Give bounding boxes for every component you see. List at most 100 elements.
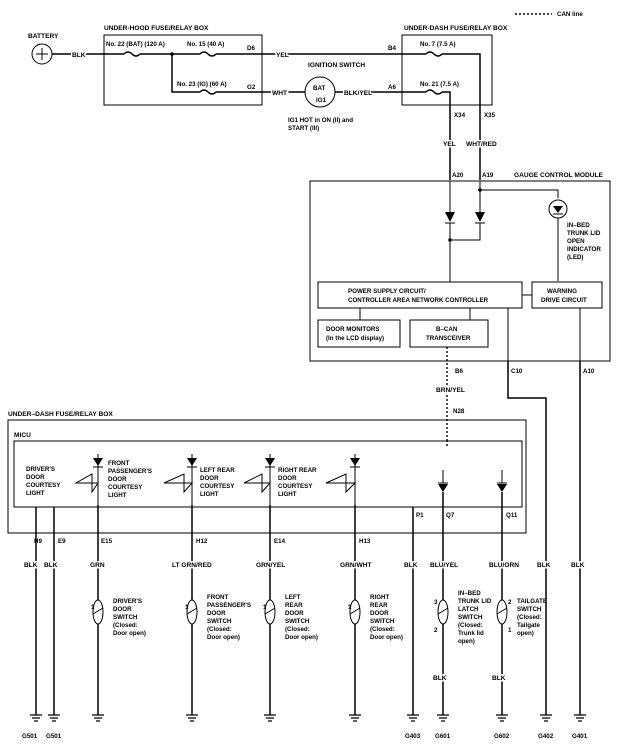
light2-3: DOOR xyxy=(108,476,127,483)
led-label-3: OPEN xyxy=(567,238,585,245)
sw1-l2: DOOR xyxy=(113,606,132,613)
sw2-l4: SWITCH xyxy=(207,618,232,625)
pin-g2: G2 xyxy=(247,84,256,91)
ground-g402: G402 xyxy=(538,733,554,740)
pin-e9: E9 xyxy=(58,538,66,545)
sw6-l2: SWITCH xyxy=(517,606,542,613)
wire-wht-red: WHT/RED xyxy=(466,141,497,148)
micu-box xyxy=(13,440,523,508)
sw1-pin1: 1 xyxy=(91,604,95,611)
sw1-l1: DRIVER'S xyxy=(113,598,142,605)
fuse-21-path xyxy=(402,89,451,180)
led-label-1: IN–BED xyxy=(567,222,590,229)
wire-blk-yel-top: BLK/YEL xyxy=(344,90,372,97)
wire-wht-top: WHT xyxy=(272,90,287,97)
fuse-21-label: No. 21 (7.5 A) xyxy=(420,81,459,88)
light1-4: LIGHT xyxy=(26,490,45,497)
light4-4: LIGHT xyxy=(278,491,297,498)
sw3-l1: LEFT xyxy=(285,594,301,601)
under-dash-fuse-box-bottom xyxy=(7,419,527,534)
pin-a20: A20 xyxy=(452,172,464,179)
light1-1: DRIVER'S xyxy=(26,466,55,473)
sw4-pin1: 1 xyxy=(348,604,352,611)
b-can-transceiver xyxy=(409,319,489,348)
courtesy-light-right-rear xyxy=(325,454,357,505)
wire-color-c10: BLK xyxy=(537,562,551,569)
pin-a10: A10 xyxy=(583,368,595,375)
psc-label-2: CONTROLLER AREA NETWORK CONTROLLER xyxy=(348,297,489,304)
wire-color-e9: BLK xyxy=(44,562,58,569)
pin-a6: A6 xyxy=(388,84,396,91)
door-monitors-label-2: (In the LCD display) xyxy=(326,335,384,342)
fuse-7-path xyxy=(402,51,481,180)
ground-g501-b: G501 xyxy=(46,733,62,740)
ground-g401: G401 xyxy=(572,733,588,740)
sw5-l2: TRUNK LID xyxy=(458,598,492,605)
diode-q11 xyxy=(497,484,507,492)
pin-p1: P1 xyxy=(416,512,424,519)
sw2-l5: (Closed: xyxy=(207,626,232,633)
sw4-l6: Door open) xyxy=(370,634,403,641)
psc-label-1: POWER SUPPLY CIRCUIT/ xyxy=(348,288,426,295)
led-label-2: TRUNK LID xyxy=(567,230,601,237)
courtesy-light-driver xyxy=(74,454,99,505)
wire-color-h13: GRN/WHT xyxy=(340,562,372,569)
fuse-7-label: No. 7 (7.5 A) xyxy=(420,41,456,48)
wire-color-e14: GRN/YEL xyxy=(256,562,285,569)
power-supply-can-controller xyxy=(317,281,523,309)
pin-h9: H9 xyxy=(34,538,42,545)
pin-d6: D6 xyxy=(247,45,255,52)
wire-color-a10: BLK xyxy=(571,562,585,569)
gcm-title: GAUGE CONTROL MODULE xyxy=(514,172,603,179)
fuse-15-path xyxy=(172,51,262,57)
gauge-control-module xyxy=(309,180,611,362)
wire-color-q11-ground: BLK xyxy=(492,675,506,682)
sw6-pin2: 2 xyxy=(508,599,512,606)
sw5-l4: SWITCH xyxy=(458,614,483,621)
light3-4: LIGHT xyxy=(200,491,219,498)
battery-label: BATTERY xyxy=(28,33,59,40)
pin-a19: A19 xyxy=(482,172,494,179)
sw3-pin1: 1 xyxy=(263,604,267,611)
light2-4: COURTESY xyxy=(108,484,143,491)
wdc-label-2: DRIVE CIRCUIT xyxy=(541,297,587,304)
under-dash-box-title-top: UNDER-DASH FUSE/RELAY BOX xyxy=(404,25,508,32)
sw4-l5: (Closed: xyxy=(370,626,395,633)
ground-g403: G403 xyxy=(405,733,421,740)
wire-c10 xyxy=(507,361,547,715)
door-switches xyxy=(92,599,508,625)
light2-5: LIGHT xyxy=(108,492,127,499)
sw3-l2: REAR xyxy=(285,602,303,609)
sw6-l3: (Closed: xyxy=(517,614,542,621)
sw2-l1: FRONT xyxy=(207,594,229,601)
under-dash-box-title-bottom: UNDER–DASH FUSE/RELAY BOX xyxy=(8,411,113,418)
light4-1: RIGHT REAR xyxy=(278,467,317,474)
fuse-15-label: No. 15 (40 A) xyxy=(187,41,224,48)
pin-h12: H12 xyxy=(196,538,208,545)
micu-title: MICU xyxy=(14,432,31,439)
led-label-5: (LED) xyxy=(567,254,584,261)
pin-c10: C10 xyxy=(511,368,523,375)
sw3-l6: Door open) xyxy=(285,634,318,641)
light3-1: LEFT REAR xyxy=(200,467,235,474)
sw3-l4: SWITCH xyxy=(285,618,310,625)
ignition-ig1-label: IG1 xyxy=(316,97,327,104)
wire-color-q11: BLU/ORN xyxy=(489,562,519,569)
warning-drive-circuit xyxy=(531,281,603,309)
ignition-note-2: START (III) xyxy=(288,125,319,132)
sw6-l1: TAILGATE xyxy=(517,598,547,605)
door-monitors xyxy=(317,319,401,348)
light1-3: COURTESY xyxy=(26,482,61,489)
sw6-l4: Tailgate xyxy=(517,622,540,629)
light3-3: COURTESY xyxy=(200,483,235,490)
pin-x35: X35 xyxy=(484,112,496,119)
courtesy-light-front-passenger xyxy=(163,454,194,505)
pin-e14: E14 xyxy=(274,538,286,545)
fuse-22-label: No. 22 (BAT) (120 A) xyxy=(106,41,165,48)
battery-wire-color: BLK xyxy=(72,52,86,59)
sw4-l3: DOOR xyxy=(370,610,389,617)
sw4-l4: SWITCH xyxy=(370,618,395,625)
sw5-pin3: 3 xyxy=(434,599,438,606)
sw2-l6: Door open) xyxy=(207,634,240,641)
